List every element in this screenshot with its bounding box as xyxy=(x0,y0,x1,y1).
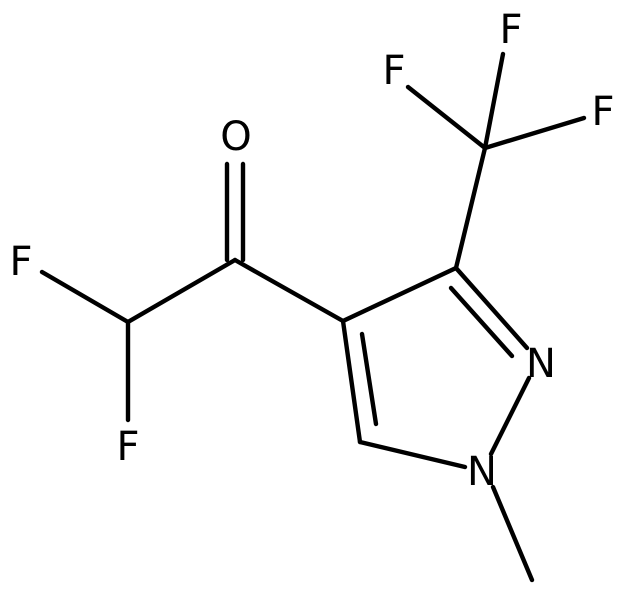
atom-f-chf2-bottom: F xyxy=(116,424,139,470)
atom-f-chf2-left: F xyxy=(9,239,32,285)
bond-n2-to-n1 xyxy=(488,375,532,457)
bond-cf3-c-to-f-left xyxy=(405,84,488,151)
bond-n1-to-methyl xyxy=(490,484,535,583)
atom-n2-ring: N xyxy=(526,341,556,387)
bond-carbonyl-c-to-chf2 xyxy=(125,257,238,325)
bond-c3-to-n2-double-outer xyxy=(453,265,530,351)
bond-chf2-to-f-left xyxy=(39,269,131,325)
bonds xyxy=(39,51,587,583)
atom-f-cf3-top: F xyxy=(499,7,522,53)
atom-o-carbonyl: O xyxy=(220,114,251,160)
bond-cf3-c-to-f-top xyxy=(482,51,506,151)
atom-n1-ring: N xyxy=(467,449,497,495)
atom-labels: F F F O F F N N xyxy=(9,7,614,495)
bond-n1-to-c5 xyxy=(357,439,468,470)
bond-c4-to-c3 xyxy=(340,265,459,324)
bond-c5-to-c4-double-inner xyxy=(359,331,379,427)
bond-c4-to-carbonyl-c xyxy=(232,257,346,324)
atom-f-cf3-left: F xyxy=(382,48,405,94)
bond-c3-to-n2-double-inner xyxy=(448,285,515,359)
bond-c5-to-c4-double-outer xyxy=(340,318,363,445)
atom-f-cf3-right: F xyxy=(591,89,614,135)
bond-cf3-c-to-c3 xyxy=(453,145,488,271)
bond-cf3-c-to-f-right xyxy=(482,115,587,151)
